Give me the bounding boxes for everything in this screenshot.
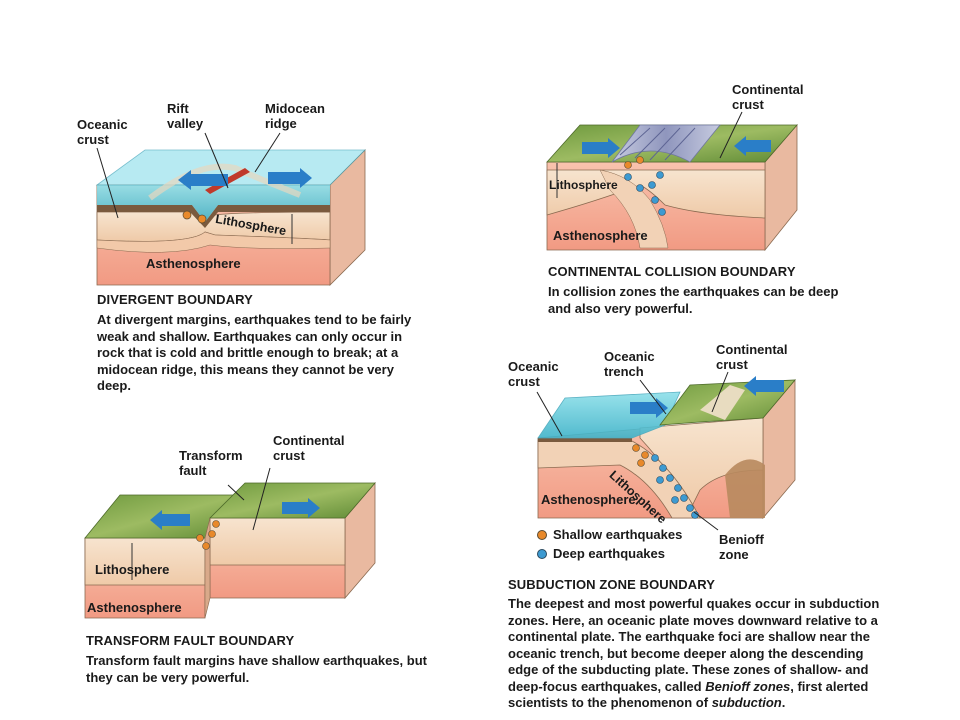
label-asthenosphere: Asthenosphere bbox=[146, 256, 241, 271]
collision-quake-deep bbox=[624, 173, 632, 181]
subduction-text-benioff: Benioff zones bbox=[705, 678, 791, 694]
transform-quake bbox=[196, 534, 204, 542]
legend-shallow-label: Shallow earthquakes bbox=[553, 527, 683, 542]
collision-quake-shallow bbox=[636, 156, 644, 164]
transform-quake bbox=[208, 530, 216, 538]
divergent-heading: DIVERGENT BOUNDARY bbox=[97, 292, 253, 307]
label-continental-crust: Continental crust bbox=[732, 82, 804, 112]
subduction-quake-shallow bbox=[632, 444, 640, 452]
transform-quake bbox=[212, 520, 220, 528]
divergent-quake bbox=[197, 214, 207, 224]
subduction-quake-deep bbox=[680, 494, 688, 502]
label-continental-crust: Continental crust bbox=[273, 433, 345, 463]
subduction-quake-deep bbox=[674, 484, 682, 492]
label-oceanic-trench: Oceanic trench bbox=[604, 349, 655, 379]
legend-deep-label: Deep earthquakes bbox=[553, 546, 665, 561]
subduction-quake-deep bbox=[651, 454, 659, 462]
subduction-quake-deep bbox=[666, 474, 674, 482]
label-oceanic-crust: Oceanic crust bbox=[77, 117, 128, 147]
subduction-quake-deep bbox=[686, 504, 694, 512]
label-asthenosphere: Asthenosphere bbox=[553, 228, 648, 243]
deep-quake-dot-icon bbox=[537, 548, 547, 559]
collision-quake-deep bbox=[658, 208, 666, 216]
collision-quake-shallow bbox=[624, 161, 632, 169]
divergent-text: At divergent margins, earthquakes tend t… bbox=[97, 312, 412, 393]
subduction-quake-deep bbox=[671, 496, 679, 504]
subduction-text: The deepest and most powerful quakes occ… bbox=[508, 596, 886, 712]
subduction-text-part: , first alerted scientists to the phenom… bbox=[508, 678, 869, 711]
legend-shallow: Shallow earthquakes bbox=[537, 527, 682, 542]
collision-diagram bbox=[546, 111, 798, 252]
label-asthenosphere: Asthenosphere bbox=[541, 492, 636, 507]
subduction-heading: SUBDUCTION ZONE BOUNDARY bbox=[508, 577, 716, 592]
subduction-quake-shallow bbox=[641, 451, 649, 459]
divergent-diagram bbox=[95, 132, 366, 286]
label-oceanic-crust: Oceanic crust bbox=[508, 359, 559, 389]
label-lithosphere: Lithosphere bbox=[549, 178, 618, 192]
subduction-quake-deep bbox=[659, 464, 667, 472]
shallow-quake-dot-icon bbox=[537, 529, 547, 540]
collision-quake-deep bbox=[656, 171, 664, 179]
subduction-text-part: The deepest and most powerful quakes occ… bbox=[508, 596, 880, 694]
transform-text: Transform fault margins have shallow ear… bbox=[86, 653, 427, 685]
label-lithosphere: Lithosphere bbox=[95, 562, 170, 577]
transform-quake bbox=[202, 542, 210, 550]
transform-heading: TRANSFORM FAULT BOUNDARY bbox=[86, 633, 295, 648]
transform-diagram bbox=[84, 467, 376, 619]
collision-text: In collision zones the earthquakes can b… bbox=[548, 284, 839, 316]
label-benioff-zone: Benioff zone bbox=[719, 532, 764, 562]
collision-quake-deep bbox=[648, 181, 656, 189]
subduction-text-part: . bbox=[781, 695, 786, 710]
collision-heading: CONTINENTAL COLLISION BOUNDARY bbox=[548, 264, 796, 279]
collision-quake-deep bbox=[636, 184, 644, 192]
label-asthenosphere: Asthenosphere bbox=[87, 600, 182, 615]
subduction-quake-shallow bbox=[637, 459, 645, 467]
subduction-text-subduction: subduction bbox=[711, 695, 782, 710]
label-midocean-ridge: Midocean ridge bbox=[265, 101, 325, 131]
label-rift-valley: Rift valley bbox=[167, 101, 204, 131]
subduction-diagram bbox=[536, 371, 796, 531]
divergent-quake bbox=[182, 210, 192, 220]
collision-quake-deep bbox=[651, 196, 659, 204]
legend-deep: Deep earthquakes bbox=[537, 546, 665, 561]
label-continental-crust: Continental crust bbox=[716, 342, 788, 372]
subduction-quake-deep bbox=[656, 476, 664, 484]
label-transform-fault: Transform fault bbox=[179, 448, 243, 478]
